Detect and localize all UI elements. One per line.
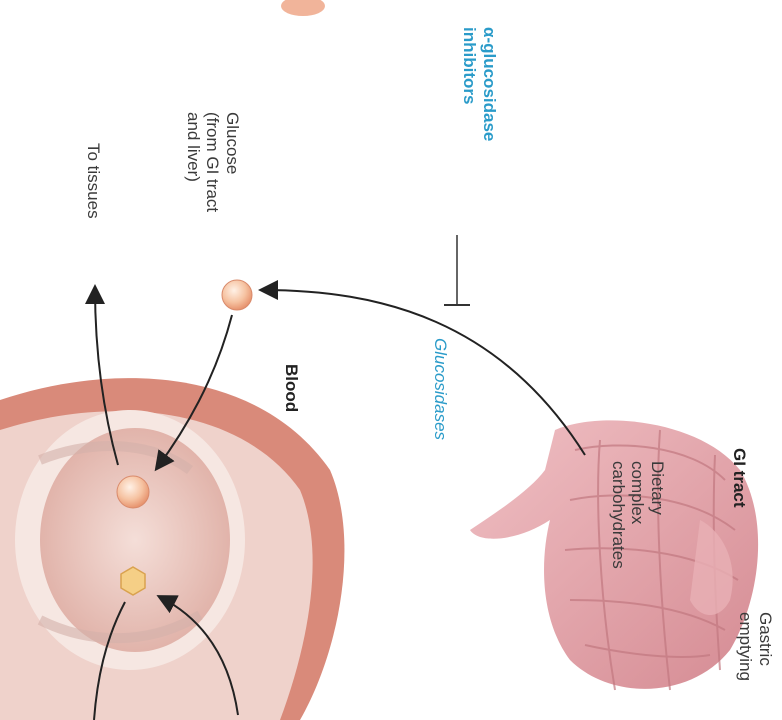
- to-tissues-label: To tissues: [83, 143, 103, 219]
- blood-label: Blood: [281, 364, 301, 412]
- blood-vessel: [0, 378, 344, 720]
- arrow-gi-to-blood: [262, 290, 585, 455]
- top-blob: [281, 0, 325, 16]
- hexagon-molecule: [121, 567, 145, 595]
- gi-tract-label: GI tract: [729, 448, 749, 508]
- glucose-molecule-vessel: [117, 476, 149, 508]
- glucose-label: Glucose (from GI tract and liver): [183, 112, 242, 212]
- glucosidases-label: Glucosidases: [430, 338, 450, 440]
- gastric-emptying-label: Gastric emptying: [736, 612, 775, 681]
- dietary-carbohydrates-label: Dietary complex carbohydrates: [608, 461, 667, 569]
- glucose-molecule-blood: [222, 280, 252, 310]
- inhibitor-label: α-glucosidase inhibitors: [460, 27, 499, 141]
